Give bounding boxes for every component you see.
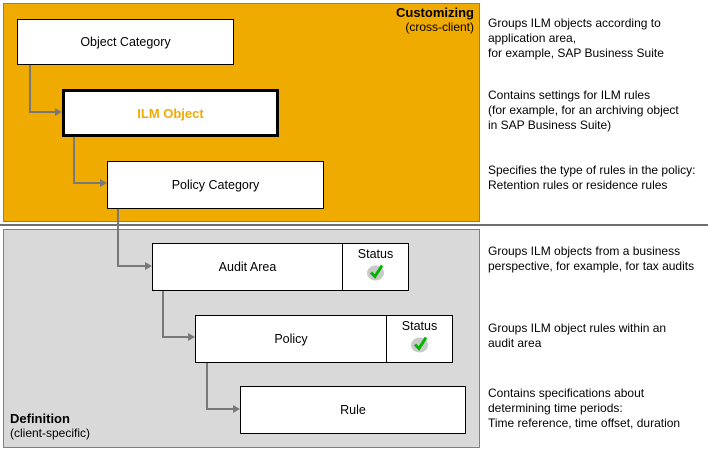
customizing-subtitle: (cross-client) — [405, 20, 474, 34]
connector-hline — [206, 408, 233, 410]
connector-vline — [29, 64, 31, 113]
arrowhead-icon — [188, 333, 195, 341]
status-cell: Status — [386, 316, 452, 362]
section-divider-line — [0, 224, 708, 226]
node-policy: Policy Status — [195, 315, 453, 363]
connector-vline — [117, 208, 119, 267]
connector-hline — [29, 111, 55, 113]
node-policy-category: Policy Category — [107, 161, 324, 209]
status-label: Status — [357, 247, 394, 261]
node-label: ILM Object — [137, 105, 204, 121]
annotation-ilm-object: Contains settings for ILM rules (for exa… — [488, 88, 679, 132]
arrowhead-icon — [233, 405, 240, 413]
customizing-title-block: Customizing (cross-client) — [396, 5, 474, 35]
status-label: Status — [401, 319, 438, 333]
node-rule: Rule — [240, 386, 466, 434]
annotation-audit-area: Groups ILM objects from a business persp… — [488, 244, 695, 273]
definition-title: Definition — [10, 411, 70, 426]
customizing-title: Customizing — [396, 5, 474, 20]
annotation-object-category: Groups ILM objects according to applicat… — [488, 16, 664, 60]
node-label: Policy — [274, 332, 308, 346]
connector-vline — [73, 137, 75, 184]
node-audit-area: Audit Area Status — [152, 243, 409, 291]
connector-vline — [162, 290, 164, 338]
definition-subtitle: (client-specific) — [10, 426, 91, 440]
definition-title-block: Definition (client-specific) — [10, 411, 91, 441]
connector-hline — [117, 265, 145, 267]
connector-hline — [162, 336, 188, 338]
annotation-policy: Groups ILM object rules within an audit … — [488, 321, 667, 350]
connector-vline — [206, 362, 208, 410]
node-label: Audit Area — [218, 260, 277, 274]
annotation-policy-category: Specifies the type of rules in the polic… — [488, 163, 696, 192]
annotation-rule: Contains specifications about determinin… — [488, 386, 681, 430]
green-check-icon — [366, 264, 384, 281]
connector-hline — [73, 182, 100, 184]
arrowhead-icon — [145, 262, 152, 270]
node-object-category: Object Category — [17, 19, 234, 65]
status-cell: Status — [342, 244, 408, 290]
node-label: Object Category — [80, 35, 171, 49]
green-check-icon — [410, 336, 428, 353]
node-label: Policy Category — [171, 178, 260, 192]
arrowhead-icon — [55, 108, 62, 116]
arrowhead-icon — [100, 179, 107, 187]
node-ilm-object: ILM Object — [62, 89, 279, 137]
node-label: Rule — [340, 403, 366, 417]
